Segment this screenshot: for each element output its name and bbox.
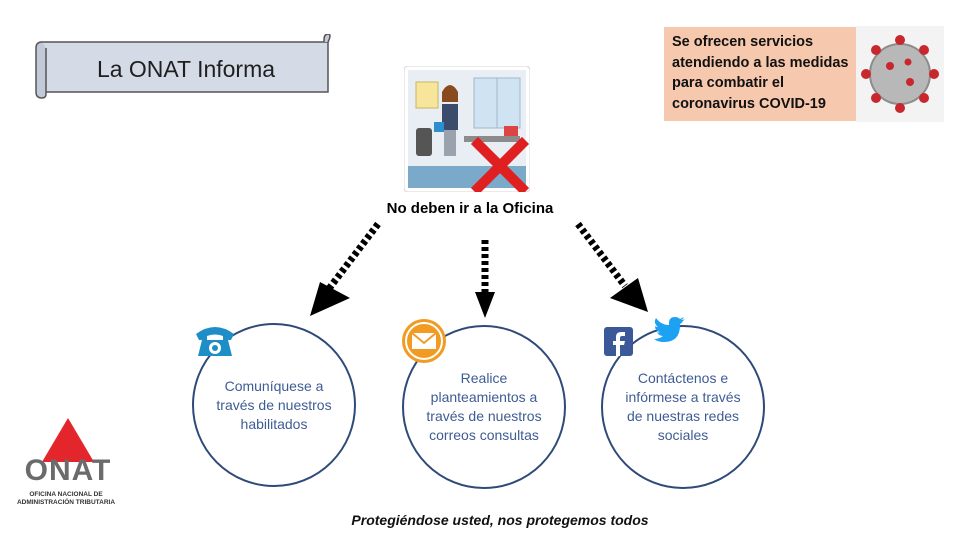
banner-title: La ONAT Informa [96,56,276,82]
onat-logo-triangle [42,418,94,462]
arrows [310,221,648,318]
footer-slogan: Protegiéndose usted, nos protegemos todo… [351,512,649,528]
email-icon [402,319,446,363]
office-caption: No deben ir a la Oficina [386,200,554,217]
covid-notice-text: Se ofrecen servicios atendiendo a las me… [672,34,849,112]
covid-notice-box [664,27,864,121]
onat-logo-word: ONAT [24,454,112,487]
channel-social-text: Contáctenos e infórmese a través de nues… [625,370,741,443]
telephone-icon [196,327,234,356]
facebook-icon [604,327,633,356]
coronavirus-icon [856,26,944,122]
scroll-banner [35,34,331,99]
onat-logo-line2: ADMINISTRACIÓN TRIBUTARIA [16,499,116,506]
channel-phone-text: Comuníquese a través de nuestros habilit… [216,377,332,432]
channel-email-text: Realice planteamientos a través de nuest… [426,370,542,443]
office-illustration [404,66,530,192]
channel-phone-circle: Comuníquese a través de nuestros habilit… [192,323,356,487]
twitter-icon [654,317,685,342]
onat-logo-line1: OFICINA NACIONAL DE [29,491,103,498]
